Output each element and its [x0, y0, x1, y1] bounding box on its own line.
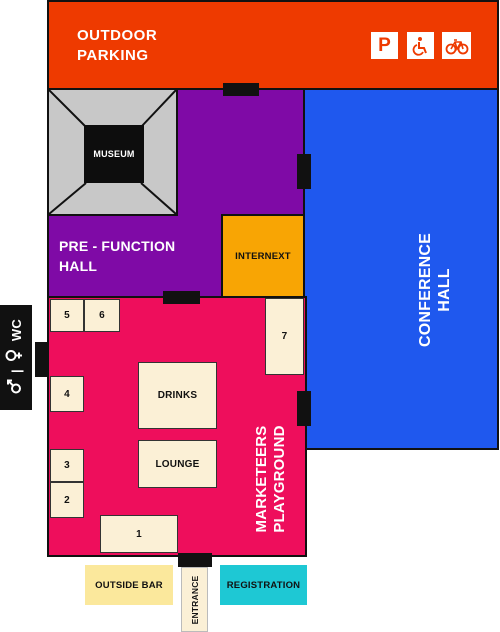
- drinks-area[interactable]: DRINKS: [138, 362, 217, 429]
- parking-icon: P: [371, 32, 398, 59]
- entrance-sign[interactable]: ENTRANCE: [181, 567, 208, 632]
- door-conference-bottom: [297, 391, 311, 426]
- pre-function-label-line2: HALL: [59, 258, 98, 274]
- booth-1[interactable]: 1: [100, 515, 178, 553]
- parking-label: OUTDOOR PARKING: [77, 26, 157, 66]
- pre-function-label: PRE - FUNCTION HALL: [59, 236, 175, 276]
- internext-label: INTERNEXT: [235, 250, 291, 262]
- conference-label-line2: HALL: [436, 268, 453, 312]
- pre-function-label-line1: PRE - FUNCTION: [59, 238, 176, 254]
- booth-5[interactable]: 5: [50, 299, 84, 332]
- booth-4[interactable]: 4: [50, 376, 84, 412]
- marketeers-label-line1: MARKETEERS: [253, 425, 270, 533]
- registration-desk[interactable]: REGISTRATION: [220, 565, 307, 605]
- museum-core: MUSEUM: [84, 125, 144, 183]
- outside-bar[interactable]: OUTSIDE BAR: [85, 565, 173, 605]
- booth-6[interactable]: 6: [84, 299, 120, 332]
- internext-room: INTERNEXT: [221, 214, 305, 298]
- conference-label-line1: CONFERENCE: [417, 233, 434, 348]
- booth-2[interactable]: 2: [50, 482, 84, 518]
- door-entrance: [178, 553, 212, 567]
- wheelchair-icon: [407, 32, 434, 59]
- marketeers-label: MARKETEERS PLAYGROUND: [246, 399, 296, 559]
- door-pre-function-playground: [163, 291, 200, 304]
- booth-3[interactable]: 3: [50, 449, 84, 482]
- door-wc: [35, 342, 49, 377]
- conference-label: CONFERENCE HALL: [410, 200, 460, 380]
- conference-hall: CONFERENCE HALL: [303, 88, 499, 450]
- male-icon: [6, 379, 27, 395]
- wc-sign: | WC: [0, 305, 32, 410]
- museum-perspective-lines: [49, 90, 176, 214]
- bicycle-icon: [442, 32, 471, 59]
- museum-label: MUSEUM: [93, 149, 135, 159]
- female-icon: [5, 347, 28, 363]
- parking-label-line2: PARKING: [77, 47, 149, 64]
- marketeers-label-line2: PLAYGROUND: [271, 425, 288, 533]
- lounge-area[interactable]: LOUNGE: [138, 440, 217, 488]
- wc-separator: |: [8, 369, 24, 373]
- door-parking: [223, 83, 259, 96]
- wc-label: WC: [8, 319, 24, 342]
- entrance-label: ENTRANCE: [190, 575, 200, 625]
- door-conference-top: [297, 154, 311, 189]
- booth-7[interactable]: 7: [265, 298, 304, 375]
- outdoor-parking-area: OUTDOOR PARKING P: [47, 0, 499, 90]
- parking-label-line1: OUTDOOR: [77, 27, 158, 44]
- museum-area: MUSEUM: [47, 88, 178, 216]
